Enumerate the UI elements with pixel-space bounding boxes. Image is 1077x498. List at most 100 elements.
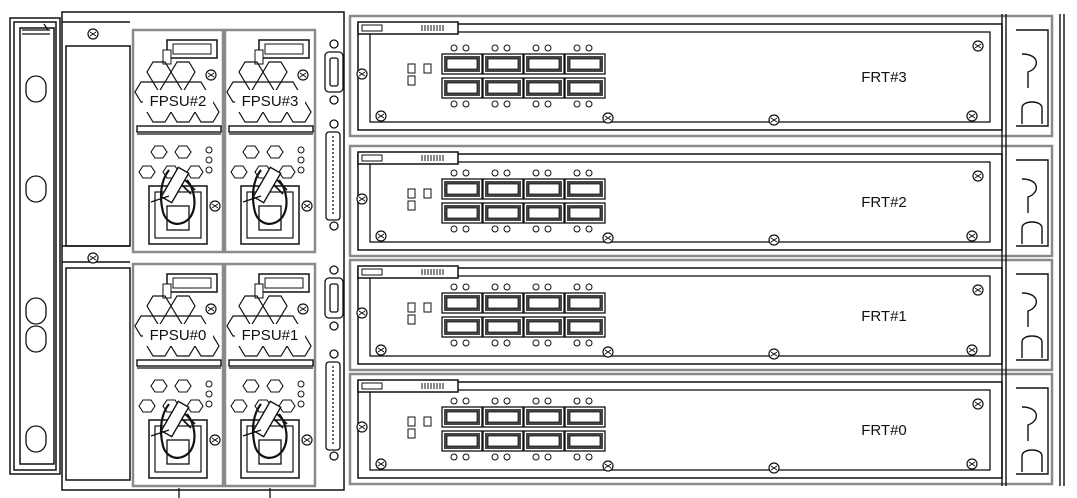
network-port[interactable] (441, 77, 483, 99)
led-indicator (407, 200, 416, 211)
led-indicator (205, 380, 213, 388)
led-indicator (205, 390, 213, 398)
network-port[interactable] (523, 178, 565, 200)
network-port[interactable] (441, 406, 483, 428)
screw-icon (301, 434, 313, 446)
screw-icon (375, 458, 387, 470)
network-port[interactable] (482, 406, 524, 428)
screw-icon (356, 68, 368, 80)
screw-icon (768, 234, 780, 246)
tray-ejector[interactable] (1021, 292, 1037, 327)
network-port[interactable] (564, 316, 606, 338)
network-port[interactable] (564, 406, 606, 428)
tray-ejector[interactable] (1021, 53, 1037, 88)
network-port[interactable] (441, 202, 483, 224)
screw-icon (768, 348, 780, 360)
vent-hex (266, 145, 284, 159)
psu-highlight-box (131, 28, 225, 254)
psu-latch[interactable] (166, 273, 218, 293)
network-port[interactable] (441, 292, 483, 314)
tray-pull-tab[interactable] (357, 151, 459, 165)
psu-3-module[interactable]: FPSU#3 (223, 28, 317, 254)
tray-pull-tab[interactable] (357, 21, 459, 35)
led-indicator (297, 166, 305, 174)
led-indicator (407, 302, 416, 313)
frt-highlight-box (348, 258, 1054, 372)
cable-clamp[interactable] (159, 169, 196, 225)
psu-1-module[interactable]: FPSU#1 (223, 262, 317, 488)
power-inlet[interactable] (240, 419, 300, 479)
network-port[interactable] (564, 53, 606, 75)
frt-label: FRT#1 (861, 308, 907, 325)
network-port[interactable] (564, 202, 606, 224)
psu-label: FPSU#1 (242, 327, 299, 344)
led-indicator (297, 400, 305, 408)
psu-latch[interactable] (166, 39, 218, 59)
network-port[interactable] (441, 316, 483, 338)
network-port[interactable] (564, 430, 606, 452)
vent-hex (242, 145, 260, 159)
screw-icon (768, 462, 780, 474)
network-port[interactable] (441, 430, 483, 452)
tray-pull-tab[interactable] (357, 265, 459, 279)
center-connectors (324, 39, 344, 461)
power-inlet[interactable] (148, 419, 208, 479)
frt-1-tray[interactable]: FRT#1 (348, 258, 1054, 372)
screw-icon (972, 40, 984, 52)
network-port[interactable] (482, 430, 524, 452)
network-port[interactable] (482, 202, 524, 224)
network-port[interactable] (482, 178, 524, 200)
psu-latch[interactable] (258, 273, 310, 293)
network-port[interactable] (523, 53, 565, 75)
tray-ejector[interactable] (1021, 406, 1037, 441)
screw-icon (205, 303, 217, 315)
psu-highlight-box (223, 262, 317, 488)
network-port[interactable] (523, 430, 565, 452)
network-port[interactable] (564, 77, 606, 99)
frt-2-tray[interactable]: FRT#2 (348, 144, 1054, 258)
vent-hex (230, 399, 248, 413)
cable-clamp[interactable] (251, 169, 288, 225)
power-inlet[interactable] (240, 185, 300, 245)
screw-icon (375, 344, 387, 356)
psu-latch[interactable] (258, 39, 310, 59)
cable-clamp[interactable] (159, 403, 196, 459)
tray-pull-tab[interactable] (357, 379, 459, 393)
network-port[interactable] (441, 178, 483, 200)
network-port[interactable] (523, 316, 565, 338)
psu-0-module[interactable]: FPSU#0 (131, 262, 225, 488)
vent-hex (174, 379, 192, 393)
network-port[interactable] (482, 77, 524, 99)
cable-clamp[interactable] (251, 403, 288, 459)
vent-hex (186, 399, 204, 413)
network-port[interactable] (564, 292, 606, 314)
screw-icon (375, 110, 387, 122)
power-inlet[interactable] (148, 185, 208, 245)
network-port[interactable] (564, 178, 606, 200)
led-indicator (297, 156, 305, 164)
frt-0-tray[interactable]: FRT#0 (348, 372, 1054, 486)
screw-icon (205, 69, 217, 81)
frt-3-tray[interactable]: FRT#3 (348, 14, 1054, 138)
network-port[interactable] (523, 202, 565, 224)
screw-icon (602, 346, 614, 358)
screw-icon (87, 252, 99, 264)
network-port[interactable] (523, 406, 565, 428)
network-port[interactable] (523, 77, 565, 99)
network-port[interactable] (523, 292, 565, 314)
vent-hex (138, 165, 156, 179)
led-indicator (407, 188, 416, 199)
network-port[interactable] (482, 292, 524, 314)
tray-ejector[interactable] (1021, 178, 1037, 213)
led-indicator (297, 380, 305, 388)
led-indicator (407, 428, 416, 439)
psu-2-module[interactable]: FPSU#2 (131, 28, 225, 254)
vent-hex (138, 399, 156, 413)
vent-hex (170, 295, 196, 317)
vent-hex (146, 295, 172, 317)
network-port[interactable] (441, 53, 483, 75)
network-port[interactable] (482, 316, 524, 338)
led-indicator (205, 146, 213, 154)
network-port[interactable] (482, 53, 524, 75)
